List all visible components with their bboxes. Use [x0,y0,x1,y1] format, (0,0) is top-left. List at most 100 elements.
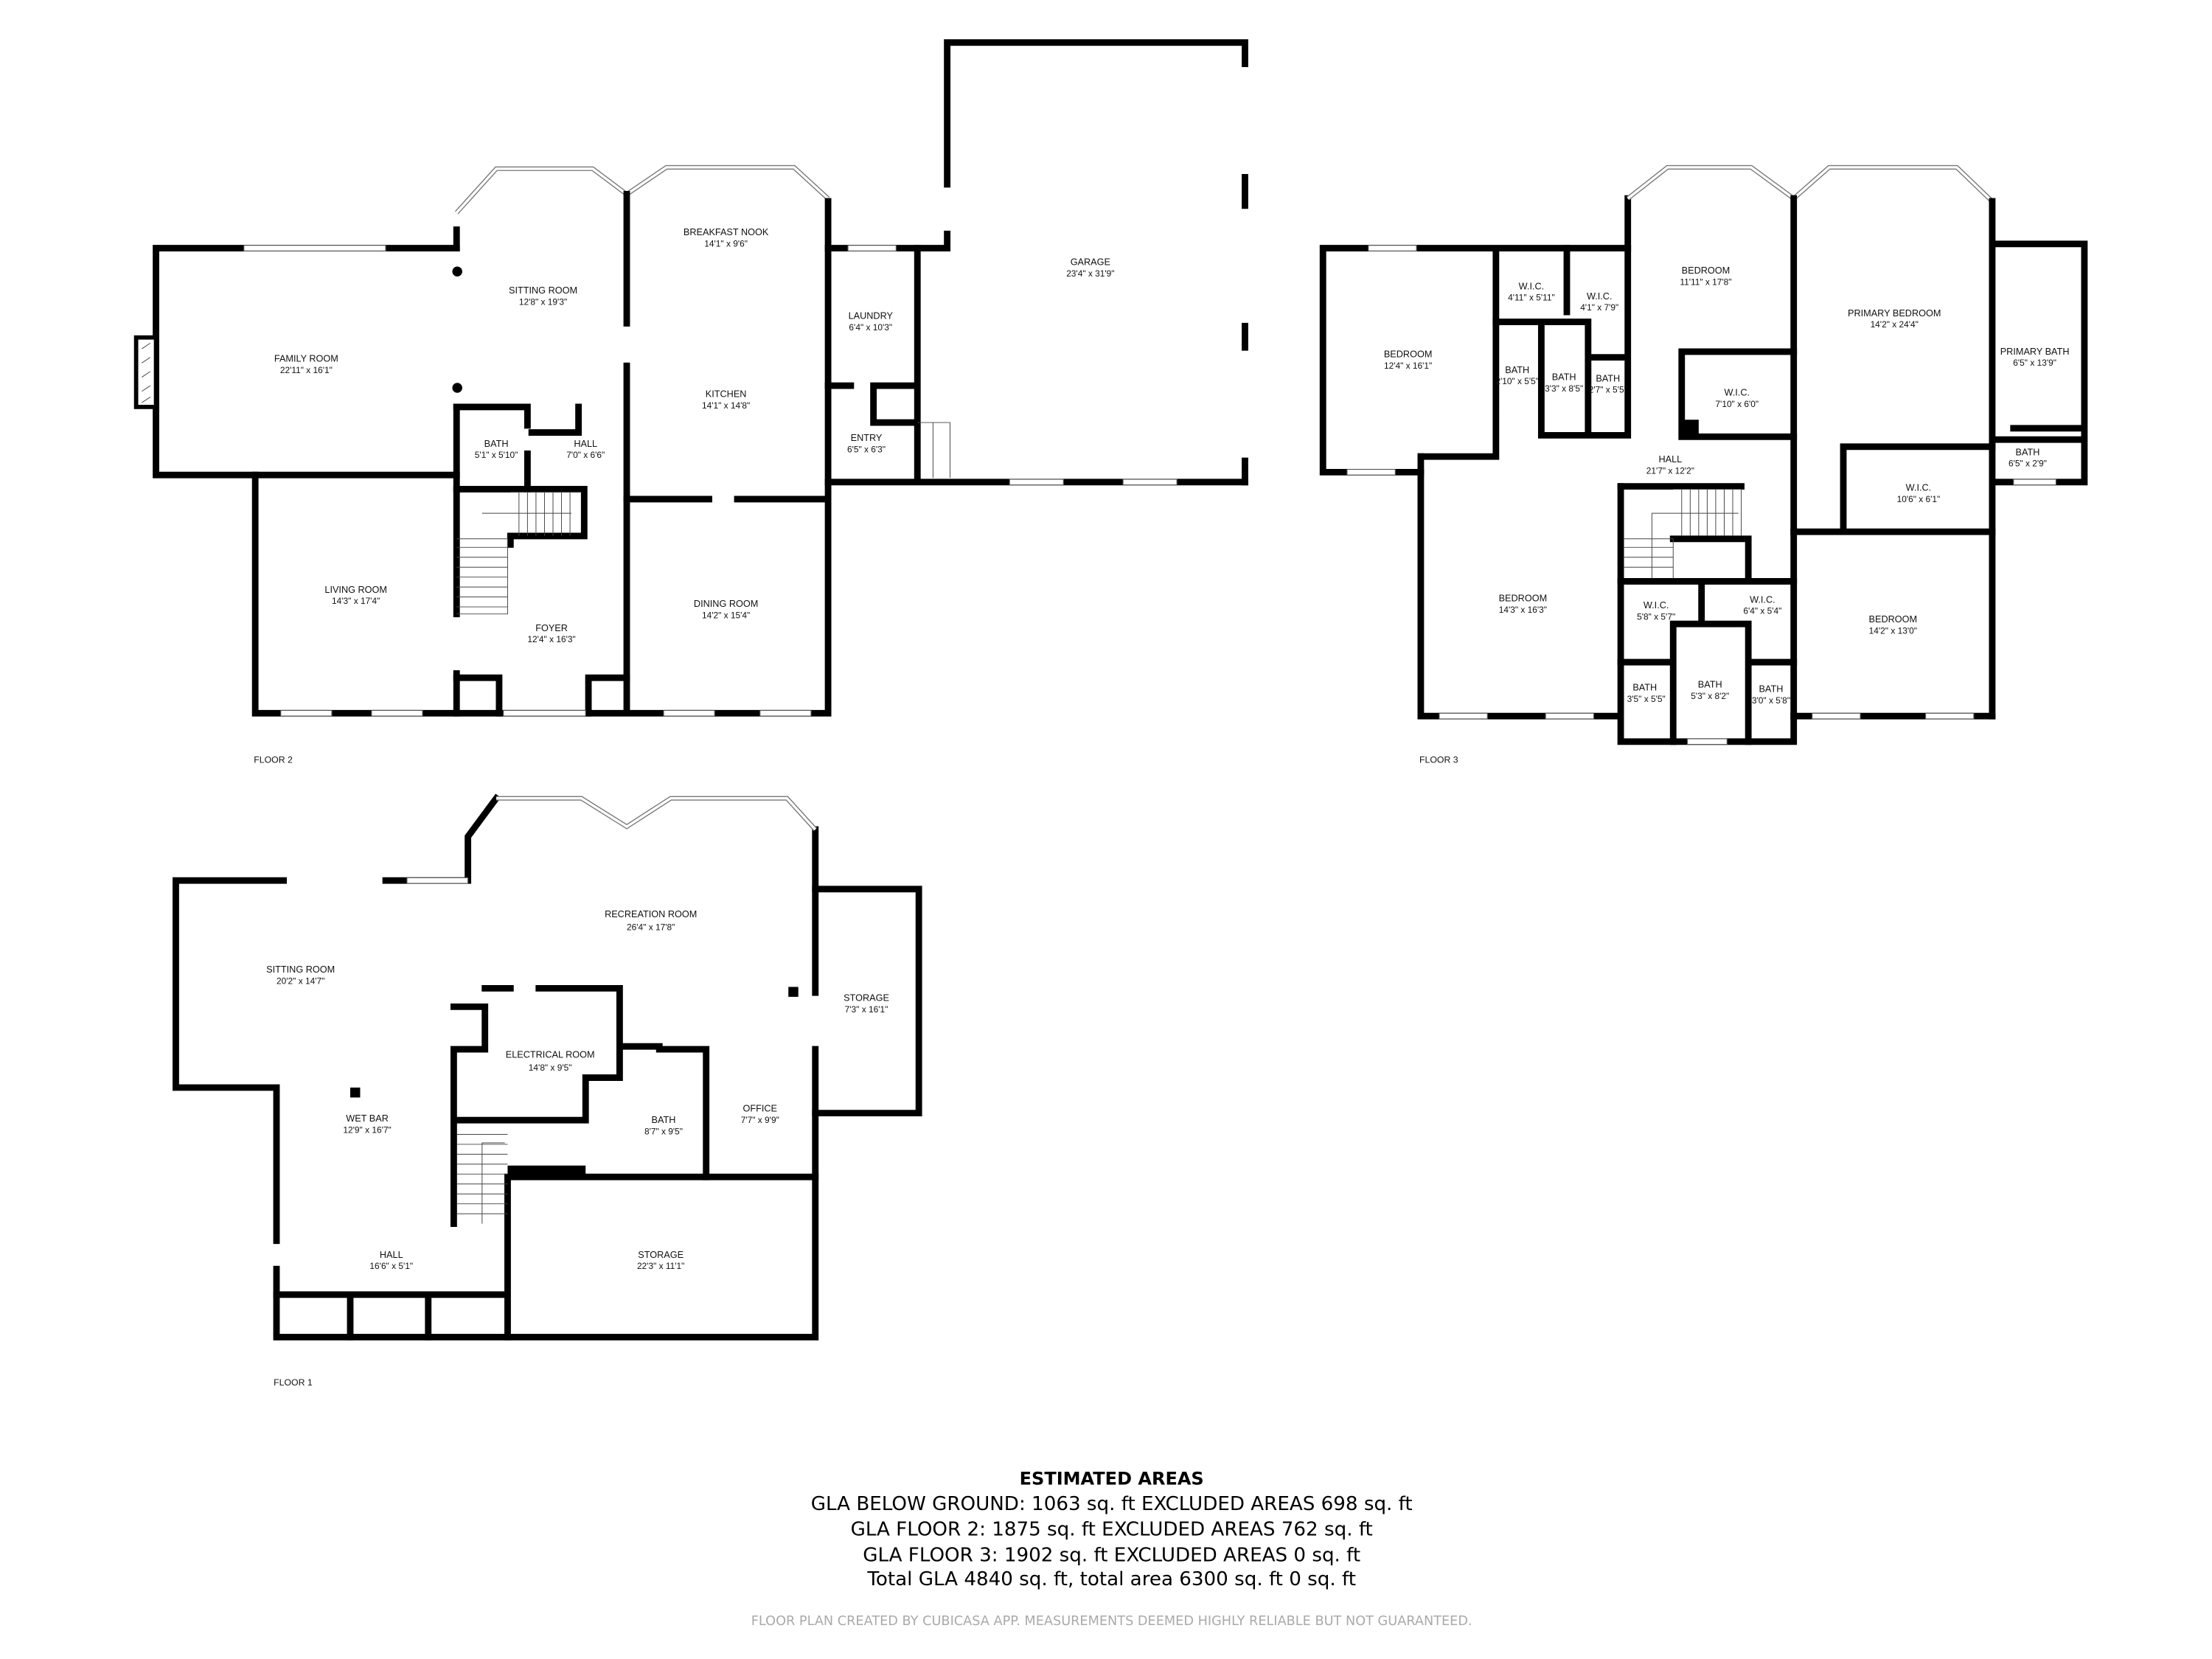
room-name: FOYER [535,623,568,633]
floor-label: FLOOR 2 [254,755,293,765]
fireplace-hatch [142,342,151,403]
room-dims: 6'5" x 6'3" [847,444,886,454]
room-dims: 20'2" x 14'7" [276,976,324,987]
wall [1492,195,1632,439]
room-name: ELECTRICAL ROOM [506,1050,595,1060]
floor-label: FLOOR 1 [274,1377,313,1388]
room-dims: 11'11" x 17'8" [1680,277,1731,288]
room-name: PRIMARY BEDROOM [1848,308,1941,319]
room-name: BATH [1505,365,1529,375]
room-name: OFFICE [743,1104,778,1114]
room-name: BREAKFAST NOOK [684,227,769,237]
room-name: BATH [1759,684,1783,694]
room-name: HALL [574,439,597,449]
floor-2-plan: FAMILY ROOM 22'11" x 16'1" SITTING ROOM … [133,39,1248,765]
estimated-areas: ESTIMATED AREAS GLA BELOW GROUND: 1063 s… [751,1468,1472,1628]
areas-line: GLA BELOW GROUND: 1063 sq. ft EXCLUDED A… [811,1493,1413,1515]
room-dims: 14'2" x 15'4" [702,610,750,620]
room-dims: 5'3" x 8'2" [1691,691,1729,701]
room-name: DINING ROOM [694,599,758,609]
wall [453,403,582,493]
room-name: SITTING ROOM [266,964,335,975]
wall [453,486,588,548]
room-dims: 12'8" x 19'3" [519,296,567,307]
room-name: WET BAR [346,1113,389,1124]
room-dims: 14'3" x 16'3" [1499,605,1547,615]
room-name: BEDROOM [1869,614,1918,625]
room-dims: 4'1" x 7'9" [1580,302,1618,313]
room-dims: 7'3" x 16'1" [845,1004,888,1015]
room-name: BATH [484,439,509,449]
room-name: W.I.C. [1724,388,1750,398]
wall [453,674,630,717]
room-dims: 7'0" x 6'6" [566,450,605,460]
room-dims: 7'10" x 6'0" [1715,399,1759,409]
room-dims: 23'4" x 31'9" [1066,268,1114,279]
bay-window [1792,166,1994,203]
wall [824,245,1248,486]
room-name: LAUNDRY [849,311,894,321]
wall [812,886,922,1117]
room-name: HALL [1659,454,1683,465]
room-dims: 14'8" x 9'5" [529,1062,572,1073]
wall [1678,348,1798,440]
wall [382,793,501,884]
room-dims: 14'2" x 24'4" [1871,319,1919,330]
room-name: W.I.C. [1644,600,1669,611]
room-dims: 12'9" x 16'7" [343,1125,391,1135]
room-dims: 3'0" x 5'8" [1752,695,1790,706]
floor-label: FLOOR 3 [1419,755,1458,765]
entry-steps [917,422,950,479]
bay-window [496,796,818,832]
wall [173,826,819,1340]
wall [1617,483,1798,745]
chase [1681,420,1699,437]
wall [914,39,1248,486]
windows [243,245,1178,717]
room-name: W.I.C. [1587,291,1613,302]
wall [1790,443,1996,535]
room-name: W.I.C. [1519,281,1545,291]
room-name: W.I.C. [1750,594,1775,605]
room-name: SITTING ROOM [509,285,577,296]
column [452,383,462,393]
room-dims: 5'8" x 5'7" [1637,611,1675,622]
bay-window [626,166,830,200]
room-name: STORAGE [638,1250,684,1260]
room-dims: 14'1" x 9'6" [704,239,748,249]
bay-window [1626,164,1795,201]
room-dims: 26'4" x 17'8" [627,922,675,933]
room-name: BATH [1552,372,1576,382]
room-dims: 8'7" x 9'5" [644,1126,683,1136]
room-dims: 6'5" x 13'9" [2013,358,2056,368]
stairs [1623,488,1742,579]
bay-window [1627,166,1795,200]
room-dims: 14'2" x 13'0" [1869,626,1917,636]
room-dims: 22'3" x 11'1" [637,1261,684,1271]
room-dims: 3'3" x 8'5" [1545,383,1583,394]
post [788,987,799,997]
room-dims: 16'6" x 5'1" [369,1261,413,1271]
room-dims: 12'4" x 16'1" [1384,361,1432,371]
room-dims: 7'7" x 9'9" [741,1115,779,1125]
room-name: BATH [1632,683,1657,693]
room-dims: 14'3" x 17'4" [332,596,380,606]
floor-1-plan: RECREATION ROOM 26'4" x 17'8" SITTING RO… [173,793,922,1388]
room-dims: 21'7" x 12'2" [1646,465,1694,476]
room-dims: 6'4" x 5'4" [1743,606,1781,616]
room-name: BATH [2016,447,2040,457]
fireplace [133,335,159,409]
room-name: GARAGE [1071,257,1110,268]
windows [1346,245,2057,745]
post [350,1088,361,1098]
room-name: STORAGE [844,993,889,1004]
room-name: BEDROOM [1499,593,1548,603]
room-dims: 3'5" x 5'5" [1627,694,1666,704]
areas-line: GLA FLOOR 3: 1902 sq. ft EXCLUDED AREAS … [863,1544,1360,1566]
room-name: BATH [652,1115,676,1125]
room-dims: 4'11" x 5'11" [1508,293,1555,303]
room-name: FAMILY ROOM [274,353,338,364]
room-dims: 2'10" x 5'5" [1495,376,1539,386]
stairs [456,491,582,615]
